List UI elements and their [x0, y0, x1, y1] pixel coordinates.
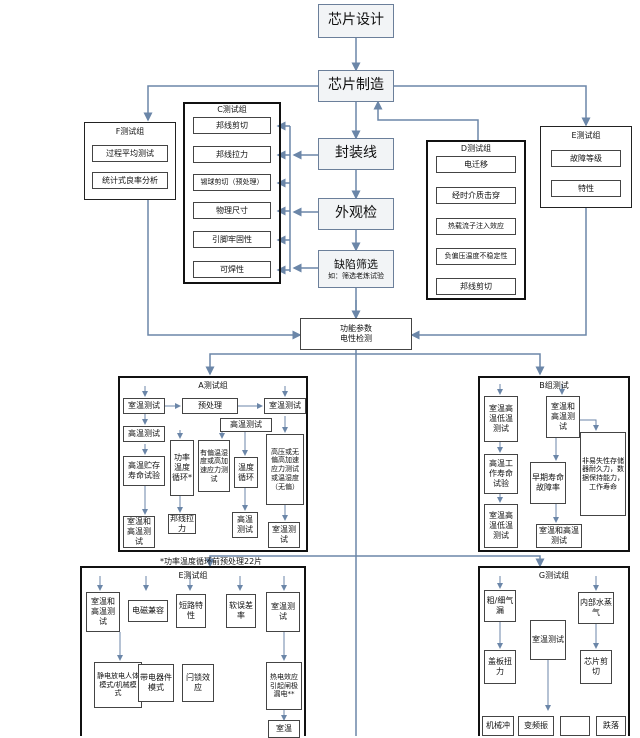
e-item-1: 电磁兼容 [128, 600, 168, 622]
b-item-6: 室温和高温测试 [536, 524, 582, 548]
g-test-group [478, 566, 630, 736]
d-group-title: D测试组 [460, 144, 492, 153]
g-item-3: 盖板扭力 [484, 650, 516, 684]
g-item-6: 变频振 [518, 716, 554, 736]
f-item-1: 统计式良率分析 [92, 172, 168, 189]
d-test-group [426, 140, 526, 300]
b-item-4: 非易失性存储器耐久力，数据保持能力，工作寿命 [580, 432, 626, 516]
a-item-11: 邦线拉力 [168, 514, 196, 534]
d-item-0: 电迁移 [436, 156, 516, 173]
c-item-0: 邦线剪切 [193, 117, 271, 134]
b-item-0: 室温高温低温测试 [484, 396, 518, 442]
a-group-title: A测试组 [198, 381, 228, 390]
c-item-4: 引脚牢固性 [193, 231, 271, 248]
e-item-6: 带电器件模式 [138, 664, 174, 702]
d-item-1: 经时介质击穿 [436, 187, 516, 204]
a-test-group [118, 376, 308, 552]
g-item-0: 粗/细气漏 [484, 590, 516, 622]
c-item-5: 可焊性 [193, 261, 271, 278]
a-item-1: 预处理 [182, 398, 238, 414]
f-item-0: 过程平均测试 [92, 145, 168, 162]
g-item-1: 内部水蒸气 [578, 592, 614, 624]
a-item-3: 高温测试 [123, 426, 165, 442]
a-item-6: 功率温度循环* [170, 440, 194, 496]
e-top-test-group [540, 126, 632, 208]
e-top-group-title: E测试组 [571, 131, 601, 140]
e-item-7: 闩锁效应 [182, 664, 214, 702]
a-item-9: 高压或无偏高加速应力测试或温湿度（无偏） [266, 434, 304, 505]
visual-inspection-box: 外观检 [318, 198, 394, 230]
defect-screening-label: 缺陷筛选 [334, 257, 378, 271]
a-item-4: 高温测试 [220, 418, 272, 432]
e-item-4: 室温测试 [266, 592, 300, 632]
defect-screening-sub: 如：筛选老炼试验 [328, 271, 384, 280]
b-group-title: B组测试 [539, 381, 569, 390]
b-item-5: 室温高温低温测试 [484, 504, 518, 548]
a-item-0: 室温测试 [123, 398, 165, 414]
d-item-2: 热载流子注入效应 [436, 218, 516, 235]
a-item-12: 高温测试 [232, 512, 258, 538]
c-item-2: 锡球剪切（预处理） [193, 174, 271, 191]
e-item-2: 短路特性 [176, 594, 206, 628]
c-test-group [183, 102, 281, 284]
a-item-8: 温度循环 [234, 457, 258, 488]
c-item-3: 物理尺寸 [193, 202, 271, 219]
c-group-title: C测试组 [217, 105, 247, 114]
a-item-7: 有偏温湿度或高加速应力测试 [198, 440, 230, 492]
e-item-9: 室温 [268, 720, 300, 738]
a-item-2: 室温测试 [264, 398, 306, 414]
g-item-7 [560, 716, 590, 736]
function-test-box: 功能参数 电性检测 [300, 318, 412, 350]
e-item-3: 软误差率 [226, 594, 256, 628]
d-item-4: 邦线剪切 [436, 278, 516, 295]
d-item-3: 负偏压温度不稳定性 [436, 248, 516, 265]
g-item-4: 芯片剪切 [580, 650, 612, 684]
e-group-title: E测试组 [178, 571, 208, 580]
g-group-title: G测试组 [538, 571, 570, 580]
b-item-1: 室温和高温测试 [546, 396, 580, 438]
e-item-0: 室温和高温测试 [86, 592, 120, 632]
a-item-5: 高温贮存寿命试验 [123, 456, 165, 486]
b-item-3: 早期寿命故障率 [530, 462, 566, 504]
defect-screening-box: 缺陷筛选 如：筛选老炼试验 [318, 250, 394, 288]
e-item-5: 静电放电人体模式/机械模式 [94, 662, 142, 708]
f-group-title: F测试组 [115, 127, 145, 136]
chip-manufacture-box: 芯片制造 [318, 70, 394, 102]
c-item-1: 邦线拉力 [193, 146, 271, 163]
g-item-8: 跌落 [596, 716, 626, 736]
g-item-2: 室温测试 [530, 620, 566, 660]
a-item-13: 室温测试 [268, 522, 300, 548]
e-test-group [80, 566, 306, 736]
footnote: *功率温度循环前预处理22片 [160, 557, 263, 566]
f-test-group [84, 122, 176, 200]
a-item-10: 室温和高温测试 [123, 516, 155, 548]
packaging-line-box: 封装线 [318, 138, 394, 170]
g-item-5: 机械冲 [482, 716, 514, 736]
e-item-8: 热电效应引起闸极漏电** [266, 662, 302, 710]
b-item-2: 高温工作寿命试验 [484, 454, 518, 494]
e-top-item-1: 特性 [551, 180, 621, 197]
e-top-item-0: 故障等级 [551, 150, 621, 167]
b-test-group [478, 376, 630, 552]
chip-design-box: 芯片设计 [318, 4, 394, 38]
